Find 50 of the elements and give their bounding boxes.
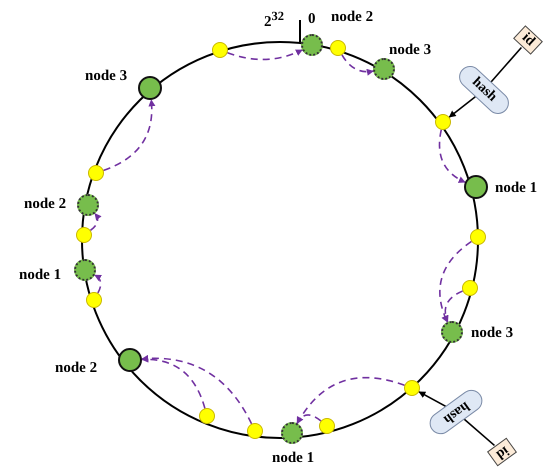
hash-point-dot (76, 227, 92, 243)
connector-line (490, 46, 522, 82)
node-label: node 1 (495, 180, 538, 196)
mapping-arrow (341, 54, 374, 76)
hash-point-dot (247, 423, 263, 439)
node-label: node 2 (331, 9, 374, 25)
node-label: node 3 (85, 68, 128, 84)
mapping-arrow (296, 377, 405, 424)
virtual-node-circle (281, 422, 303, 444)
arrow (418, 391, 447, 408)
mapping-arrow (438, 130, 466, 183)
mapping-arrow (296, 414, 322, 424)
virtual-node-circle (441, 321, 463, 343)
node-label: node 2 (55, 360, 98, 376)
mapping-arrow (94, 274, 102, 294)
mapping-arrow (227, 49, 303, 60)
server-node-circle (464, 175, 488, 199)
hash-point-dot (404, 380, 420, 396)
mapping-arrow (103, 99, 156, 172)
ring-position-label: 2$^{32}$ (264, 8, 284, 30)
node-label: node 3 (471, 325, 514, 341)
connector-line (464, 418, 495, 446)
arrow (448, 96, 476, 118)
node-label: node 1 (272, 450, 314, 466)
virtual-node-circle (74, 259, 96, 281)
hash-point-dot (212, 42, 228, 58)
node-label: node 2 (24, 196, 66, 212)
hash-point-dot (88, 165, 104, 181)
key-box: id (513, 25, 543, 55)
mapping-arrow (141, 355, 252, 424)
mapping-arrow (439, 240, 472, 323)
node-label: node 3 (389, 42, 432, 58)
virtual-node-circle (77, 194, 99, 216)
hash-point-dot (199, 408, 215, 424)
server-node-circle (118, 348, 142, 372)
hash-point-dot (435, 114, 451, 130)
hash-point-dot (319, 418, 335, 434)
ring-position-label: 0 (308, 11, 316, 27)
hash-point-dot (462, 280, 478, 296)
hash-point-dot (86, 292, 102, 308)
hash-point-dot (470, 229, 486, 245)
virtual-node-circle (301, 34, 323, 56)
mapping-arrow (141, 356, 206, 409)
mapping-arrow (90, 212, 102, 231)
hash-point-dot (330, 40, 346, 56)
mapping-arrow (442, 290, 463, 323)
key-box: id (487, 438, 517, 466)
virtual-node-circle (373, 58, 395, 80)
server-node-circle (138, 76, 162, 100)
node-label: node 1 (19, 267, 62, 283)
